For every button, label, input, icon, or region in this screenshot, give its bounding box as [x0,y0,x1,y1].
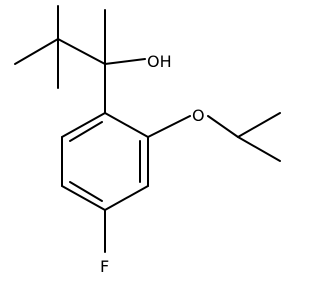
ether-oxygen-to-ch-bond [207,115,239,138]
aromatic-inner-bond-1 [69,121,103,142]
ring-bond-top [61,112,106,138]
aromatic-inner-bond-2 [69,181,103,202]
ring-bond-bottom-right [104,185,149,211]
tbutyl-methyl-left-bond [14,38,59,65]
carbinol-to-oh-bond [104,58,146,65]
fluorine-label: F [100,257,109,276]
ring-to-ether-oxygen-bond [147,115,191,138]
isopropyl-lower-methyl-bond [237,136,281,162]
carbinol-to-quaternary-bond [57,38,106,65]
isopropyl-upper-methyl-bond [237,112,281,138]
atom-labels: OH O F [100,52,205,276]
ether-oxygen-label: O [192,106,205,125]
ring-bond-bottom-left [61,185,106,211]
structure-diagram: OH O F [14,5,281,276]
ring-bond-top-right [104,112,149,138]
hydroxyl-label: OH [147,52,172,71]
skeleton-bonds [14,5,281,253]
